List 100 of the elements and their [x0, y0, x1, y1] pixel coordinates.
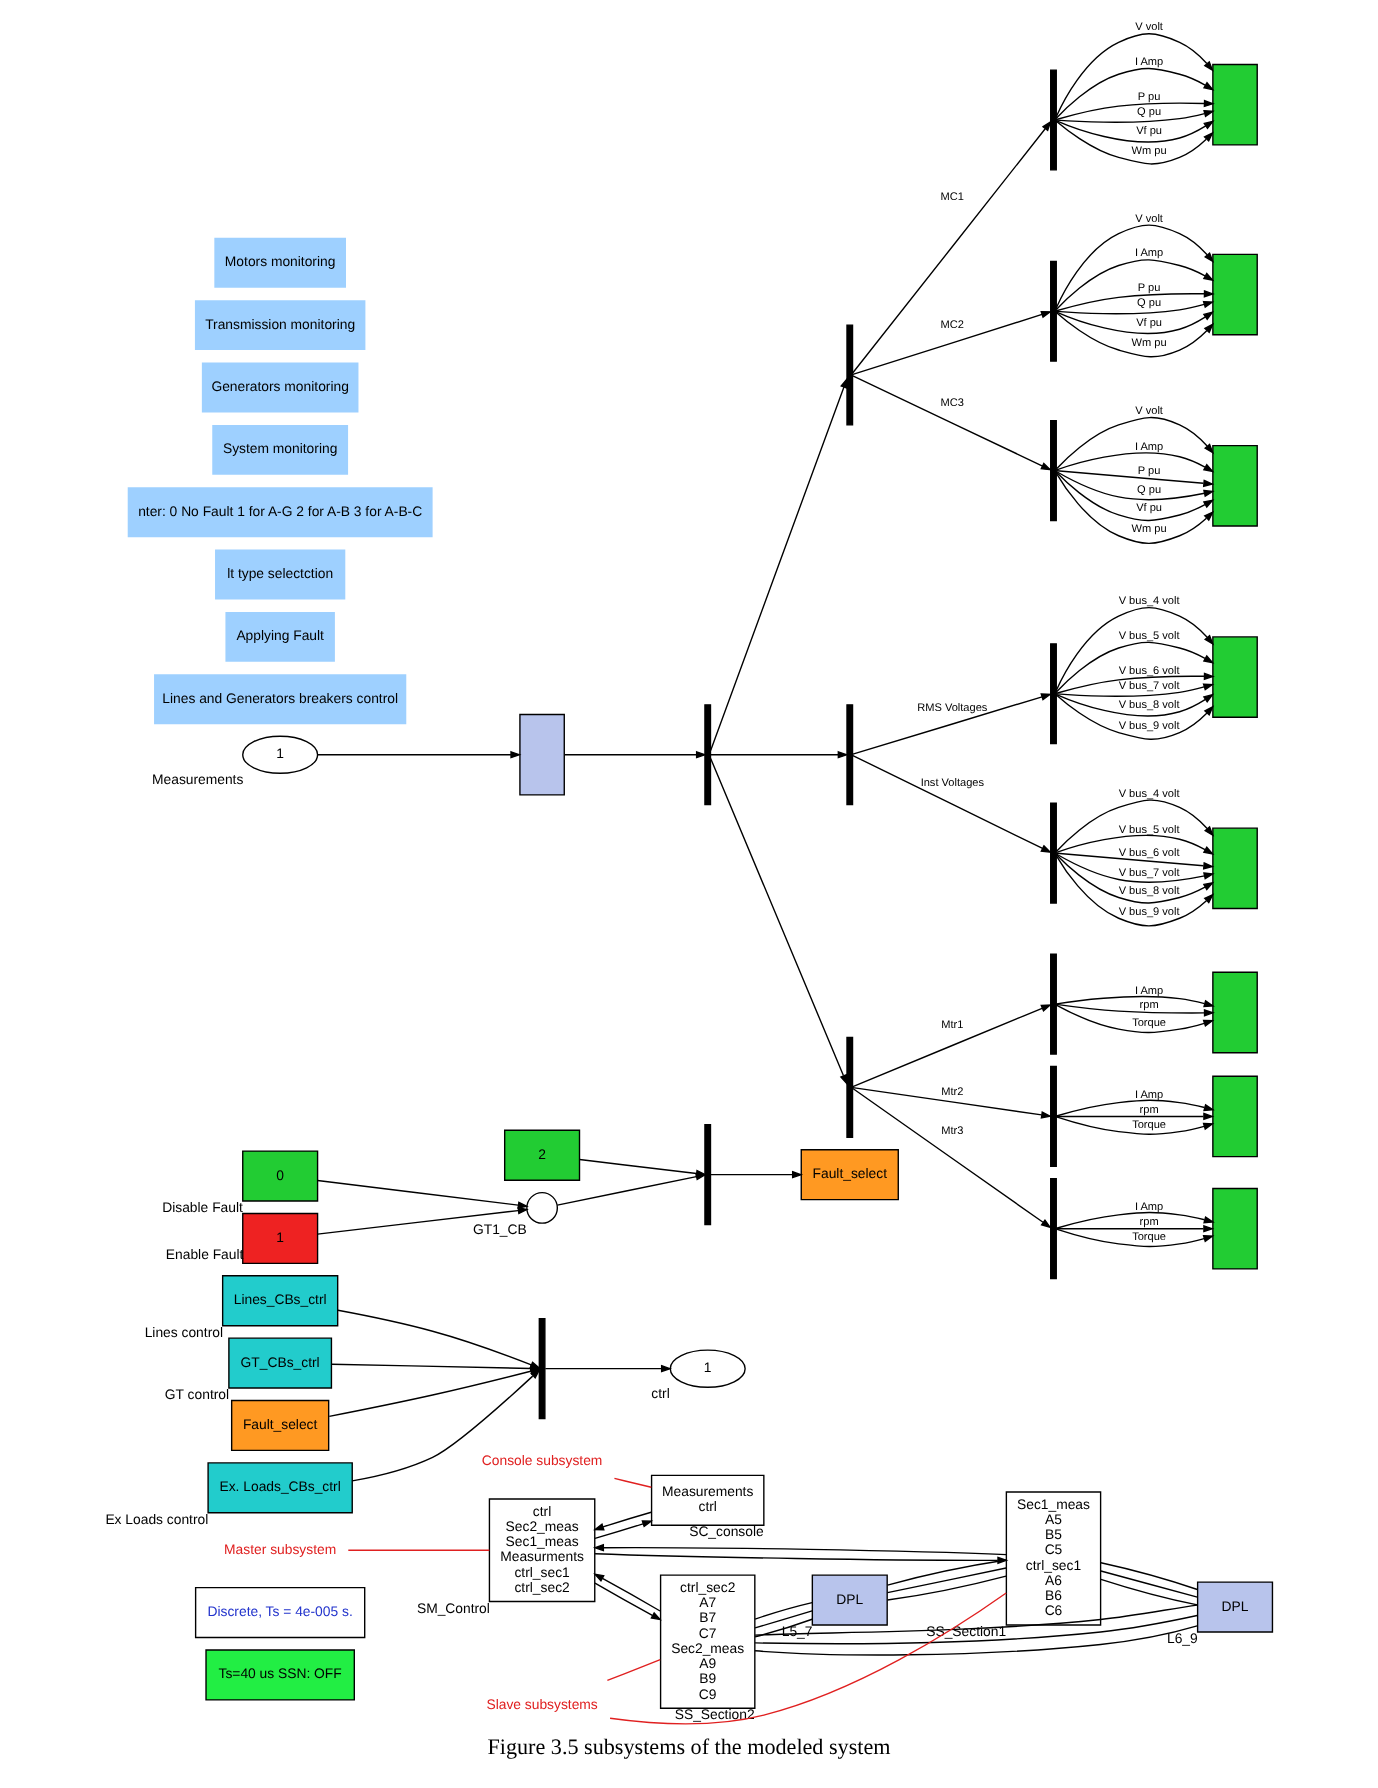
arrow — [316, 1179, 529, 1209]
caption: Figure 3.5 subsystems of the modeled system — [487, 1735, 891, 1760]
node-bar — [704, 1124, 712, 1226]
node-box — [1212, 971, 1258, 1054]
connector — [606, 1659, 661, 1682]
arrow — [852, 1004, 1053, 1088]
arrow — [1055, 834, 1215, 855]
arrow — [1055, 672, 1215, 694]
arrow — [1055, 289, 1215, 312]
arrow — [564, 750, 708, 759]
arrow — [1055, 1228, 1215, 1248]
connector — [609, 1592, 1007, 1725]
arrow — [1055, 694, 1215, 740]
node-box — [1212, 444, 1258, 527]
connector — [754, 1604, 1198, 1636]
arrow — [1055, 300, 1215, 315]
connector — [1100, 1578, 1199, 1606]
arrow — [1055, 259, 1215, 310]
connector — [754, 1601, 813, 1620]
arrow — [1056, 1224, 1215, 1233]
node-box — [1212, 1187, 1258, 1270]
arrow — [852, 754, 1052, 854]
node-bar — [1050, 802, 1057, 904]
node-bar — [846, 1036, 854, 1138]
connector — [886, 1575, 1007, 1601]
arrow — [316, 750, 522, 759]
arrow — [1055, 452, 1215, 473]
arrow — [709, 757, 848, 1086]
arrow — [1055, 1211, 1215, 1229]
arrow — [1055, 99, 1215, 121]
arrow — [1055, 224, 1215, 309]
arrow — [1055, 799, 1215, 852]
arrow — [1055, 109, 1215, 123]
node-box — [1212, 827, 1258, 910]
arrow — [1055, 1116, 1215, 1135]
arrow — [1055, 120, 1215, 143]
arrow — [1055, 472, 1215, 545]
arrow — [1055, 67, 1215, 119]
arrow — [316, 1206, 529, 1235]
node-box — [519, 713, 565, 796]
arrow — [852, 1086, 1053, 1119]
arrow — [1055, 853, 1215, 883]
arrow — [1055, 1099, 1215, 1117]
arrow — [1055, 33, 1214, 118]
arrow — [1055, 1004, 1215, 1034]
node-bar — [1050, 643, 1057, 745]
arrow — [709, 1170, 804, 1179]
arrow — [1056, 852, 1215, 870]
node-bar — [1050, 1065, 1057, 1168]
node-bar — [1050, 1178, 1057, 1280]
arrow — [594, 1520, 654, 1539]
node-bar — [1050, 953, 1057, 1055]
arrow — [1055, 606, 1215, 691]
arrow — [1055, 311, 1215, 334]
arrow — [709, 750, 849, 759]
arrow — [1055, 471, 1215, 522]
arrow — [852, 375, 1052, 471]
arrow — [1056, 470, 1215, 488]
connector — [754, 1614, 1198, 1645]
node-box — [1212, 1075, 1258, 1158]
node-bar — [1050, 69, 1057, 171]
arrow — [1055, 470, 1215, 501]
arrow — [1055, 311, 1215, 358]
arrow — [593, 1573, 661, 1612]
arrow — [1055, 855, 1215, 927]
connector — [1100, 1570, 1199, 1598]
arrow — [592, 1543, 1007, 1556]
arrow — [1055, 995, 1215, 1008]
connector — [886, 1567, 1007, 1594]
connector — [886, 1559, 1007, 1586]
arrow — [1056, 1112, 1215, 1121]
arrow — [1055, 853, 1215, 904]
node-bar — [1050, 420, 1057, 522]
node-switch — [526, 1191, 559, 1224]
connector — [754, 1625, 1198, 1656]
node-box — [1212, 63, 1258, 146]
arrow — [544, 1364, 673, 1373]
connector — [613, 1477, 652, 1488]
arrow — [709, 377, 848, 752]
node-bar — [846, 324, 854, 426]
node-bar — [846, 704, 854, 806]
connector — [754, 1610, 813, 1629]
arrow — [852, 693, 1053, 755]
node-box — [1212, 253, 1258, 336]
node-bar — [704, 704, 712, 806]
arrow — [852, 120, 1052, 374]
arrow — [852, 1087, 1052, 1229]
connector — [347, 1549, 491, 1551]
arrow — [593, 1511, 652, 1531]
node-bar — [1050, 260, 1057, 362]
node-bar — [538, 1318, 546, 1420]
connector — [1100, 1562, 1199, 1591]
arrow — [1055, 120, 1214, 165]
arrow — [852, 310, 1053, 376]
arrow — [594, 1582, 662, 1621]
arrow — [1055, 1003, 1215, 1017]
arrow — [1055, 416, 1215, 470]
node-box — [1212, 636, 1258, 718]
arrow — [1055, 641, 1215, 693]
arrow — [1055, 683, 1215, 697]
